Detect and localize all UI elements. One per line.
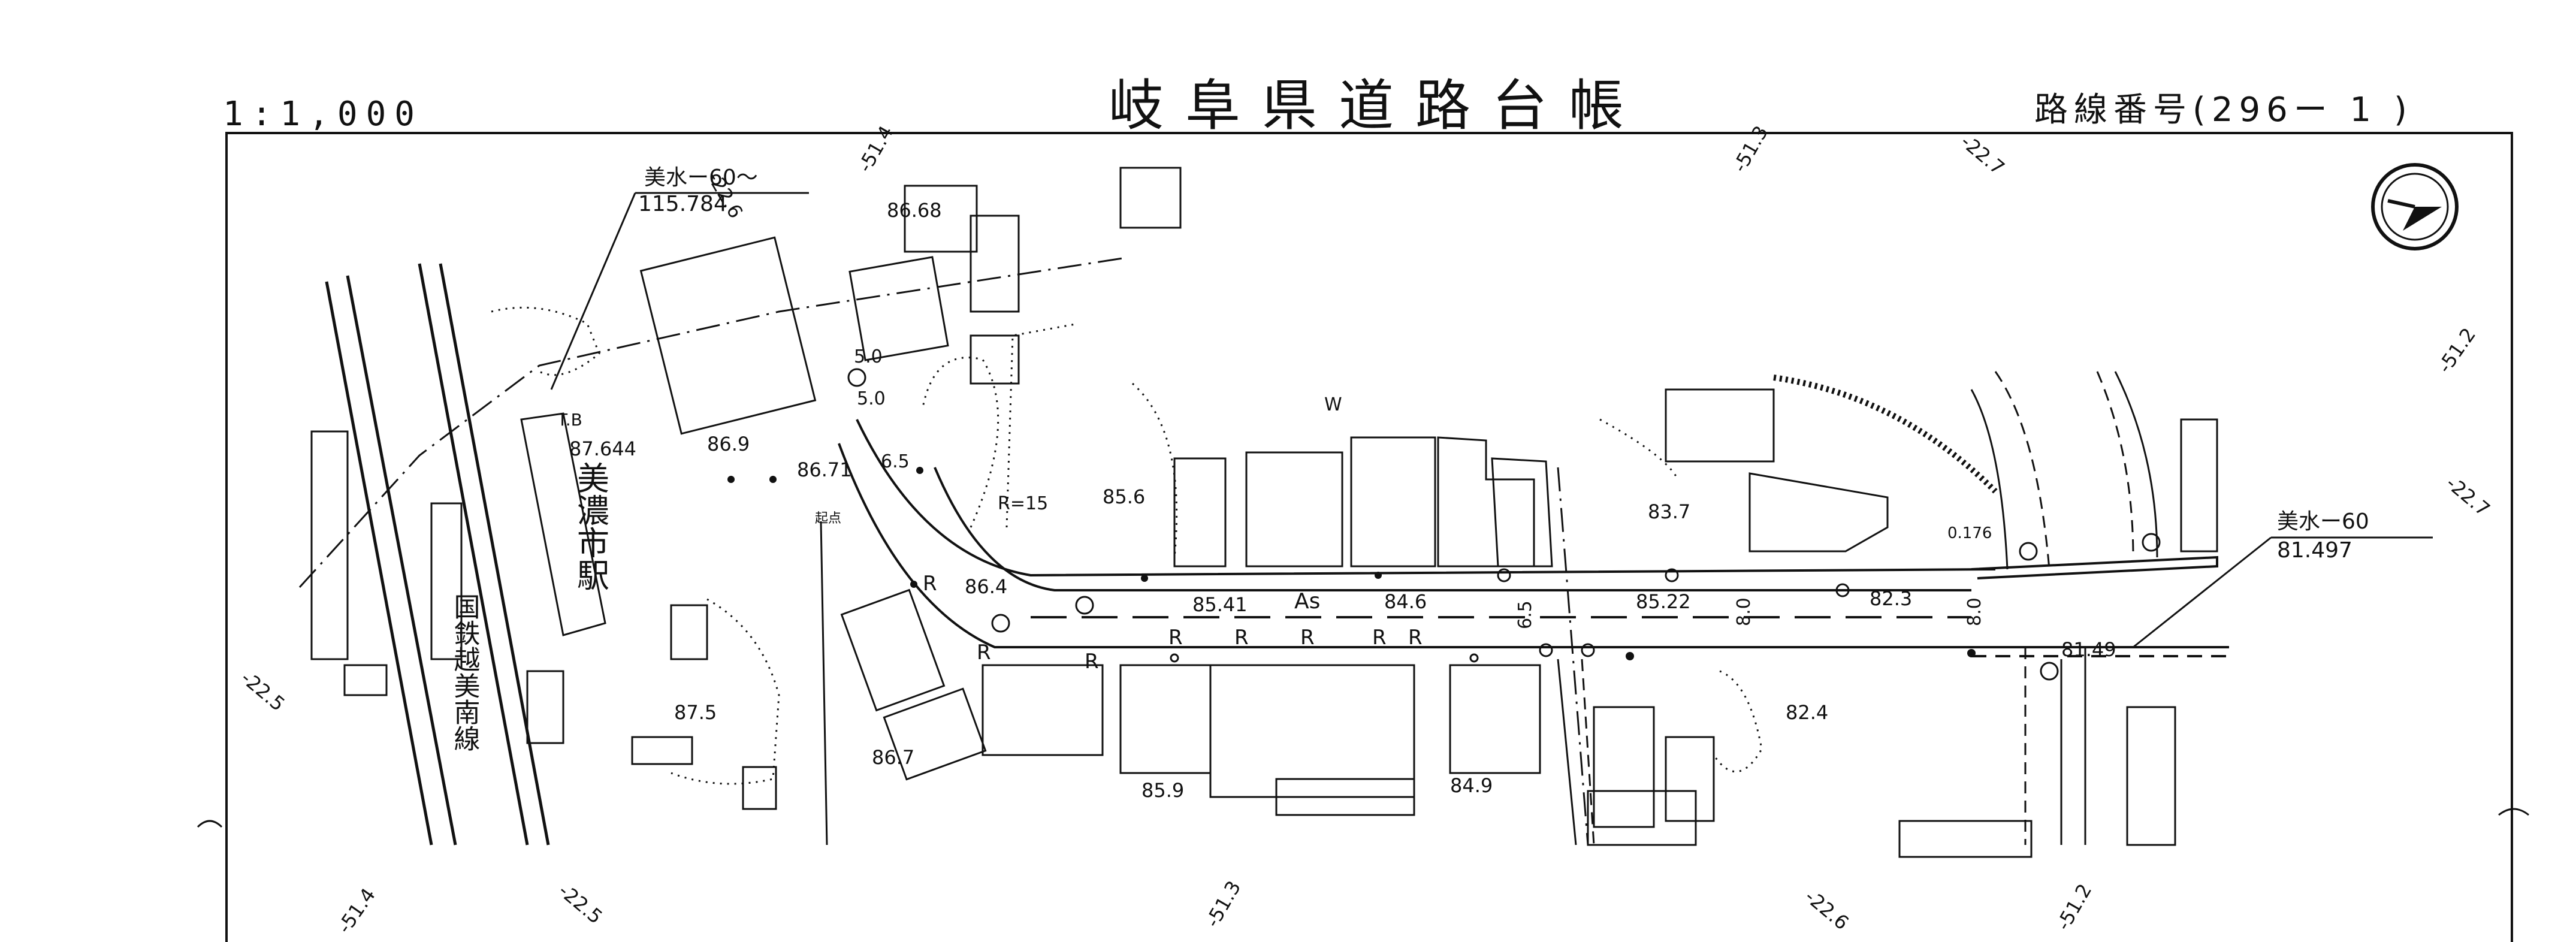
svg-text:85.6: 85.6 <box>1103 485 1145 508</box>
margin-mark-right <box>2498 808 2529 816</box>
svg-text:86.68: 86.68 <box>887 199 942 222</box>
start-point-label: 起点 <box>815 511 841 526</box>
svg-text:5.0: 5.0 <box>854 346 883 367</box>
svg-text:82.4: 82.4 <box>1786 701 1828 724</box>
main-road <box>838 419 2229 657</box>
svg-text:-51.3: -51.3 <box>1728 122 1772 176</box>
svg-text:0.176: 0.176 <box>1947 524 1992 542</box>
svg-text:-22.5: -22.5 <box>237 666 289 715</box>
svg-text:8.0: 8.0 <box>1964 597 1985 626</box>
svg-text:81.49: 81.49 <box>2061 638 2116 661</box>
svg-text:5.0: 5.0 <box>857 388 886 409</box>
svg-text:美水ー60: 美水ー60 <box>2277 509 2369 534</box>
side-roads <box>820 371 2158 846</box>
svg-text:R: R <box>1085 650 1099 674</box>
svg-text:115.784: 115.784 <box>638 192 727 216</box>
roadside-buildings <box>840 167 2218 858</box>
railway-tracks <box>325 263 550 846</box>
station-name: 美濃市駅 <box>572 461 609 591</box>
svg-text:-51.2: -51.2 <box>2052 880 2096 934</box>
map-title: 岐阜県道路台帳 <box>1109 74 1646 138</box>
svg-text:87.644: 87.644 <box>569 437 636 460</box>
svg-text:84.6: 84.6 <box>1384 590 1427 613</box>
dash-dot-lines <box>298 256 1589 846</box>
svg-text:86.9: 86.9 <box>707 433 750 455</box>
svg-text:86.71: 86.71 <box>797 458 852 481</box>
map-frame <box>225 132 2513 942</box>
svg-text:-51.4: -51.4 <box>333 884 380 938</box>
svg-text:86.7: 86.7 <box>872 746 914 769</box>
filled-symbols <box>727 467 1976 660</box>
svg-text:As: As <box>1294 589 1320 614</box>
svg-text:6.5: 6.5 <box>881 451 910 472</box>
svg-text:-51.3: -51.3 <box>1201 877 1245 931</box>
svg-text:R=15: R=15 <box>998 493 1048 514</box>
retaining-wall <box>1773 375 1998 494</box>
svg-text:R: R <box>1408 626 1423 650</box>
svg-text:-51.2: -51.2 <box>2433 324 2480 378</box>
boundary-lines <box>491 306 1763 785</box>
svg-text:-22.7: -22.7 <box>1956 130 2009 179</box>
svg-text:85.22: 85.22 <box>1636 590 1691 613</box>
svg-text:R: R <box>1372 626 1387 650</box>
road-labels: As R R R R R R R R 6.5 8.0 8.0 5.0 5.0 6… <box>854 346 1985 674</box>
svg-text:R: R <box>1168 626 1183 650</box>
tb-label: T.B <box>557 410 582 430</box>
svg-text:-22.6: -22.6 <box>1801 885 1853 934</box>
svg-text:R: R <box>1234 626 1249 650</box>
control-point-2: 美水ー60 81.497 <box>2277 509 2369 563</box>
svg-text:R: R <box>923 572 937 596</box>
svg-text:R: R <box>1300 626 1315 650</box>
svg-text:6.5: 6.5 <box>1515 600 1536 629</box>
svg-text:85.41: 85.41 <box>1192 593 1248 616</box>
control-point-1: 美水ー60〜 115.784 <box>638 165 758 216</box>
svg-text:82.3: 82.3 <box>1870 587 1912 610</box>
point-symbols <box>847 368 2161 681</box>
svg-text:81.497: 81.497 <box>2277 538 2352 563</box>
elevation-labels: 86.68 87.644 86.9 86.71 85.6 86.4 85.41 … <box>569 199 2116 802</box>
north-arrow-icon <box>2371 163 2459 250</box>
margin-mark-left <box>197 820 223 828</box>
svg-text:87.5: 87.5 <box>674 701 717 724</box>
svg-text:R: R <box>977 641 991 665</box>
svg-text:-22.5: -22.5 <box>554 879 607 928</box>
svg-text:86.4: 86.4 <box>965 575 1007 598</box>
route-number: 路線番号(296ー 1 ) <box>2034 90 2413 129</box>
railway-name: 国鉄越美南線 <box>449 593 480 751</box>
w-label: W <box>1324 394 1342 415</box>
map-scale: 1:1,000 <box>223 95 424 134</box>
svg-text:-22.7: -22.7 <box>2442 472 2495 521</box>
svg-text:83.7: 83.7 <box>1648 500 1690 523</box>
station-buildings <box>520 236 817 810</box>
svg-text:84.9: 84.9 <box>1450 774 1493 797</box>
control-point-leaders <box>550 192 2433 648</box>
svg-text:8.0: 8.0 <box>1734 597 1754 626</box>
platforms <box>310 430 463 696</box>
svg-text:-51.4: -51.4 <box>853 122 898 176</box>
svg-text:85.9: 85.9 <box>1141 779 1184 802</box>
svg-text:美水ー60〜: 美水ー60〜 <box>644 165 758 190</box>
